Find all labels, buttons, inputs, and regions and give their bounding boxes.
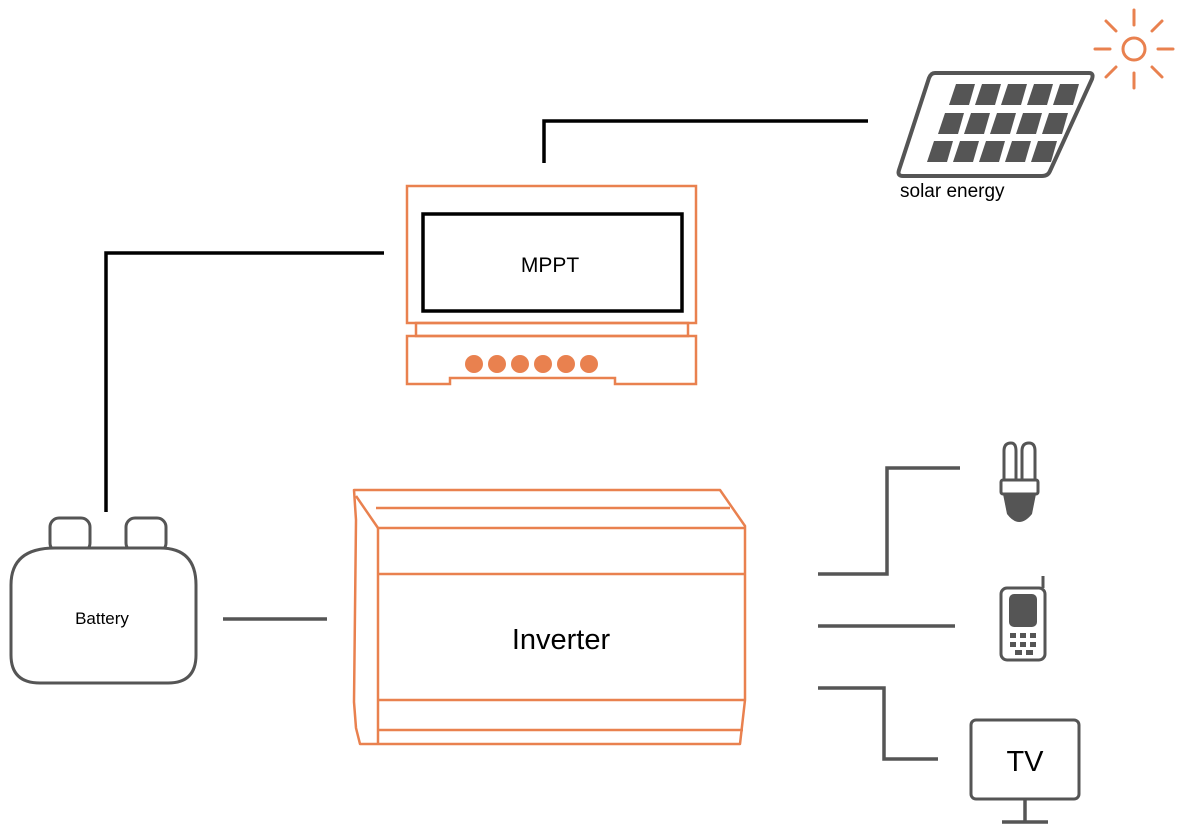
light-bulb-icon (999, 441, 1040, 522)
television-icon (969, 718, 1081, 824)
battery-icon (9, 516, 198, 685)
line-mppt-to-battery (104, 251, 384, 512)
solar-panel-icon (896, 71, 1095, 178)
inverter-box (352, 488, 747, 746)
mppt-screen (421, 212, 684, 313)
mppt-indicator-leds (465, 355, 598, 373)
battery-label: Battery (75, 609, 129, 628)
line-inverter-to-bulb (818, 466, 960, 576)
mobile-phone-icon (999, 576, 1047, 662)
connection-lines (104, 119, 960, 761)
line-solar-to-mppt (542, 119, 868, 163)
mppt-controller (405, 184, 698, 386)
inverter-label: Inverter (512, 624, 611, 656)
solar-energy-label: solar energy (900, 181, 1005, 202)
mppt-label: MPPT (521, 254, 580, 277)
tv-label: TV (1006, 746, 1044, 778)
line-inverter-to-tv (818, 686, 938, 761)
sun-icon (1093, 8, 1175, 90)
